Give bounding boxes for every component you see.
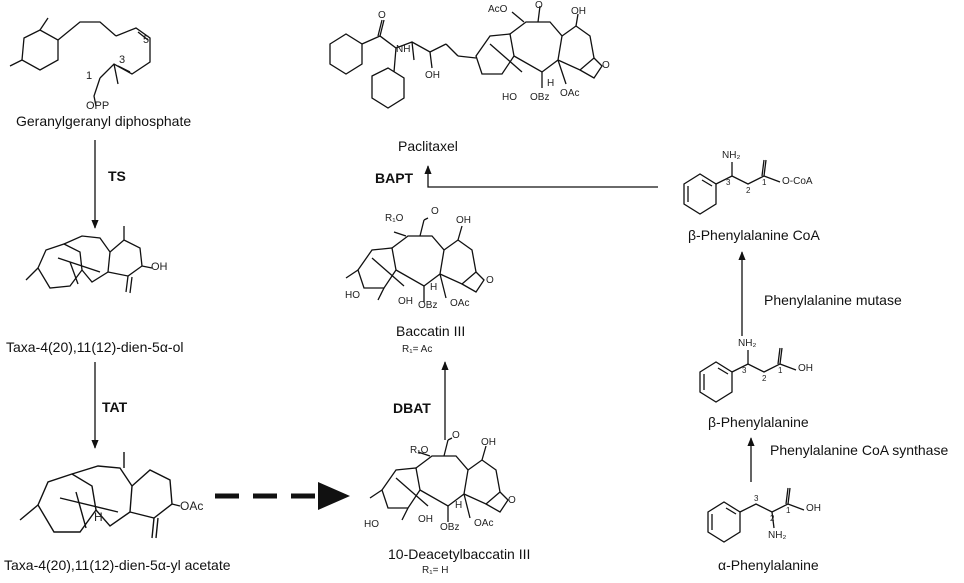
paclitaxel-obz: OBz xyxy=(530,92,550,103)
baccatin-oac: OAc xyxy=(450,298,470,309)
dab-substituent: R₁= H xyxy=(422,565,449,576)
beta-phe-coa-label: β-Phenylalanine CoA xyxy=(688,227,820,243)
paclitaxel-epoxide-o: O xyxy=(602,60,610,71)
ggpp-structure xyxy=(9,17,151,107)
taxadienol-oh: OH xyxy=(151,261,168,273)
step-mutase-label: Phenylalanine mutase xyxy=(764,292,902,308)
paclitaxel-oac: OAc xyxy=(560,88,580,99)
baccatin-oh: OH xyxy=(398,296,413,307)
beta-phe-nh2: NH₂ xyxy=(738,338,757,349)
beta-phe-coa-ocoa: O-CoA xyxy=(782,176,813,187)
paclitaxel-ho: HO xyxy=(502,92,517,103)
taxadienol-label: Taxa-4(20),11(12)-dien-5α-ol xyxy=(6,339,184,355)
baccatin-label: Baccatin III xyxy=(396,323,466,339)
alpha-phe-structure xyxy=(707,487,805,543)
dab-oh: OH xyxy=(418,514,433,525)
taxadienyl-acetate-structure xyxy=(19,452,181,539)
taxadienyl-acetate-oac: OAc xyxy=(180,499,204,513)
dab-oh-top: OH xyxy=(481,437,496,448)
beta-phe-coa-c2: 2 xyxy=(746,186,751,195)
ggpp-label: Geranylgeranyl diphosphate xyxy=(16,113,192,129)
ggpp-atom-5: 5 xyxy=(143,34,150,46)
beta-phe-c2: 2 xyxy=(762,374,767,383)
baccatin-o: O xyxy=(431,206,439,217)
dab-ho: HO xyxy=(364,519,379,530)
paclitaxel-oh-top: OH xyxy=(571,6,586,17)
arrow-bapt xyxy=(424,165,658,188)
ggpp-opp: OPP xyxy=(86,100,110,112)
beta-phe-c3: 3 xyxy=(742,366,747,375)
paclitaxel-nh: NH xyxy=(396,44,411,55)
arrow-dashed-head xyxy=(318,482,350,510)
taxadienyl-acetate-label: Taxa-4(20),11(12)-dien-5α-yl acetate xyxy=(4,557,231,573)
beta-phe-coa-c3: 3 xyxy=(726,178,731,187)
baccatin-epoxide-o: O xyxy=(486,275,494,286)
beta-phe-c1: 1 xyxy=(778,366,783,375)
step-coa-synthase-label: Phenylalanine CoA synthase xyxy=(770,442,949,458)
beta-phe-structure xyxy=(699,347,797,403)
baccatin-r1o: R₁O xyxy=(385,213,404,224)
beta-phe-oh: OH xyxy=(798,363,813,374)
alpha-phe-c2: 2 xyxy=(770,514,775,523)
paclitaxel-h: H xyxy=(547,78,555,89)
beta-phe-label: β-Phenylalanine xyxy=(708,414,809,430)
enzyme-ts-label: TS xyxy=(108,168,126,184)
baccatin-ho: HO xyxy=(345,290,360,301)
paclitaxel-oh-side: OH xyxy=(425,70,440,81)
paclitaxel-aco: AcO xyxy=(488,4,508,15)
alpha-phe-nh2: NH₂ xyxy=(768,530,787,541)
dab-oac: OAc xyxy=(474,518,494,529)
dab-label: 10-Deacetylbaccatin III xyxy=(388,546,531,562)
paclitaxel-structure xyxy=(329,5,603,109)
beta-phe-coa-c1: 1 xyxy=(762,178,767,187)
beta-phe-coa-nh2: NH₂ xyxy=(722,150,741,161)
dab-obz: OBz xyxy=(440,522,460,533)
enzyme-dbat-label: DBAT xyxy=(393,400,431,416)
baccatin-substituent: R₁= Ac xyxy=(402,344,433,355)
dab-structure xyxy=(369,437,509,522)
paclitaxel-o-amide: O xyxy=(378,10,386,21)
taxadienol-structure xyxy=(25,226,153,294)
alpha-phe-c1: 1 xyxy=(786,506,791,515)
paclitaxel-o: O xyxy=(535,0,543,11)
alpha-phe-oh: OH xyxy=(806,503,821,514)
alpha-phe-c3: 3 xyxy=(754,494,759,503)
enzyme-tat-label: TAT xyxy=(102,399,128,415)
dab-h: H xyxy=(455,500,463,511)
beta-phe-coa-structure xyxy=(683,159,781,215)
ggpp-atom-1: 1 xyxy=(86,70,93,82)
dab-epoxide-o: O xyxy=(508,495,516,506)
baccatin-obz: OBz xyxy=(418,300,438,311)
paclitaxel-label: Paclitaxel xyxy=(398,138,458,154)
baccatin-h: H xyxy=(430,282,438,293)
alpha-phe-label: α-Phenylalanine xyxy=(718,557,819,573)
dab-r1o: R₁O xyxy=(410,445,429,456)
baccatin-oh-top: OH xyxy=(456,215,471,226)
dab-o: O xyxy=(452,430,460,441)
taxadienyl-acetate-h: H xyxy=(94,510,103,524)
baccatin-structure xyxy=(345,217,485,302)
ggpp-atom-3: 3 xyxy=(119,54,126,66)
enzyme-bapt-label: BAPT xyxy=(375,170,414,186)
